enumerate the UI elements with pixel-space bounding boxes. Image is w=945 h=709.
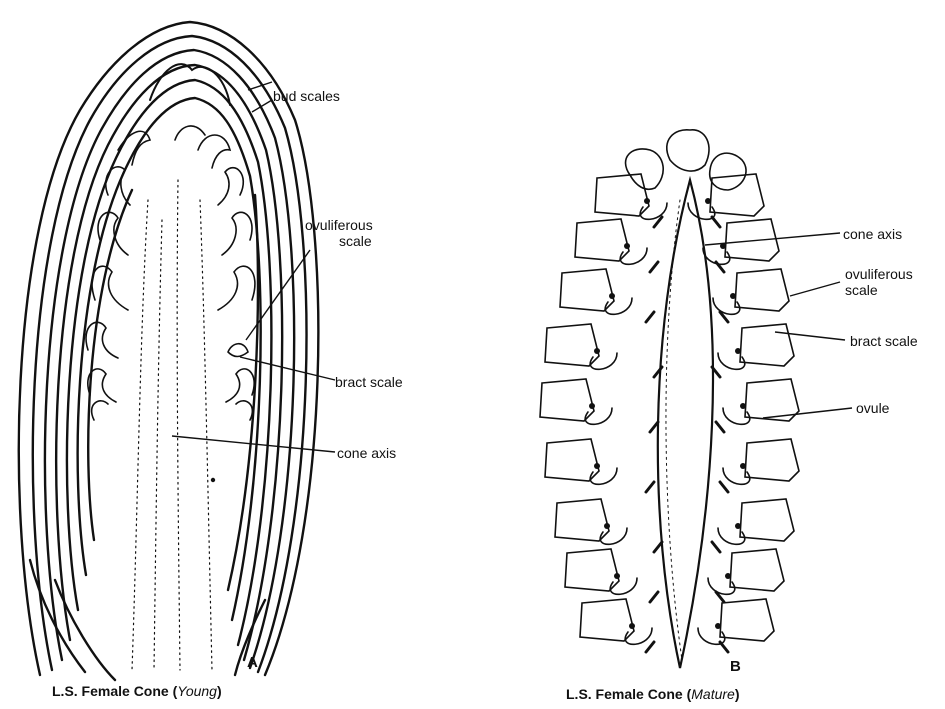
caption-a: L.S. Female Cone (Young) bbox=[52, 683, 222, 699]
caption-b-main: L.S. Female Cone ( bbox=[566, 686, 691, 702]
label-ovuliferous-line2: scale bbox=[305, 233, 415, 249]
bract-tick-5-1 bbox=[720, 482, 728, 492]
ovule-dot-left-2 bbox=[609, 293, 615, 299]
ovule-dot-right-6 bbox=[735, 523, 741, 529]
bract-tick-6-1 bbox=[712, 542, 720, 552]
ovule-dot-right-4 bbox=[740, 403, 746, 409]
label-bract-scale-a: bract scale bbox=[335, 374, 403, 390]
bract-tick-4-0 bbox=[650, 422, 658, 432]
ovule-dot-left-6 bbox=[604, 523, 610, 529]
label-ovuliferous-line1: ovuliferous bbox=[305, 217, 415, 233]
label-cone-axis-b: cone axis bbox=[843, 226, 902, 242]
scale-right-7 bbox=[730, 549, 784, 591]
panel-letter-b: B bbox=[730, 658, 741, 675]
ovule-dot-right-0 bbox=[705, 198, 711, 204]
bract-tick-0-1 bbox=[712, 217, 720, 227]
ovule-dot-left-3 bbox=[594, 348, 600, 354]
bract-tick-8-0 bbox=[646, 642, 654, 652]
young-cone-drawing bbox=[19, 22, 319, 680]
bract-tick-2-0 bbox=[646, 312, 654, 322]
label-ovuliferous-b-line1: ovuliferous bbox=[845, 266, 940, 282]
bract-tick-7-0 bbox=[650, 592, 658, 602]
scale-right-6 bbox=[740, 499, 794, 541]
ovule-dot-right-3 bbox=[735, 348, 741, 354]
label-ovuliferous-scale-a: ovuliferous scale bbox=[305, 217, 415, 249]
label-bud-scales: bud scales bbox=[273, 88, 340, 104]
caption-a-italic: Young bbox=[177, 683, 217, 699]
ovule-dot-left-7 bbox=[614, 573, 620, 579]
scale-right-3 bbox=[740, 324, 794, 366]
ovule-dot-right-5 bbox=[740, 463, 746, 469]
label-cone-axis-a: cone axis bbox=[337, 445, 396, 461]
bract-tick-1-0 bbox=[650, 262, 658, 272]
ovuliferous-scales-right bbox=[688, 174, 799, 644]
cone-axis-stipple bbox=[132, 180, 212, 670]
label-ovuliferous-b-line2: scale bbox=[845, 282, 940, 298]
top-scales bbox=[626, 130, 747, 190]
caption-a-main: L.S. Female Cone ( bbox=[52, 683, 177, 699]
ovule-dot-right-8 bbox=[715, 623, 721, 629]
label-bract-scale-b: bract scale bbox=[850, 333, 918, 349]
scale-right-1 bbox=[725, 219, 779, 261]
bract-tick-6-0 bbox=[654, 542, 662, 552]
ovule-dot-left-0 bbox=[644, 198, 650, 204]
caption-b: L.S. Female Cone (Mature) bbox=[566, 686, 740, 702]
ovule-dot-left-1 bbox=[624, 243, 630, 249]
caption-b-italic: Mature bbox=[691, 686, 735, 702]
bract-tick-8-1 bbox=[720, 642, 728, 652]
ovule-dot-left-8 bbox=[629, 623, 635, 629]
scale-right-0 bbox=[710, 174, 764, 216]
ovule-dot-left-4 bbox=[589, 403, 595, 409]
scale-right-8 bbox=[720, 599, 774, 641]
leader-lines-b bbox=[705, 233, 852, 418]
ovuliferous-scales-left bbox=[540, 174, 667, 644]
mature-cone-drawing bbox=[540, 130, 799, 668]
scale-right-5 bbox=[745, 439, 799, 481]
panel-letter-a: A bbox=[247, 654, 258, 671]
scale-right-2 bbox=[735, 269, 789, 311]
ovule-dot-left-5 bbox=[594, 463, 600, 469]
bud-scale-layers bbox=[19, 22, 319, 680]
ovule-dot-right-7 bbox=[725, 573, 731, 579]
label-ovule: ovule bbox=[856, 400, 889, 416]
inner-scales-right bbox=[175, 126, 255, 420]
bract-tick-4-1 bbox=[716, 422, 724, 432]
caption-b-end: ) bbox=[735, 686, 740, 702]
caption-a-end: ) bbox=[217, 683, 222, 699]
ovule-dot-right-2 bbox=[730, 293, 736, 299]
bract-tick-5-0 bbox=[646, 482, 654, 492]
label-ovuliferous-scale-b: ovuliferous scale bbox=[845, 266, 940, 298]
